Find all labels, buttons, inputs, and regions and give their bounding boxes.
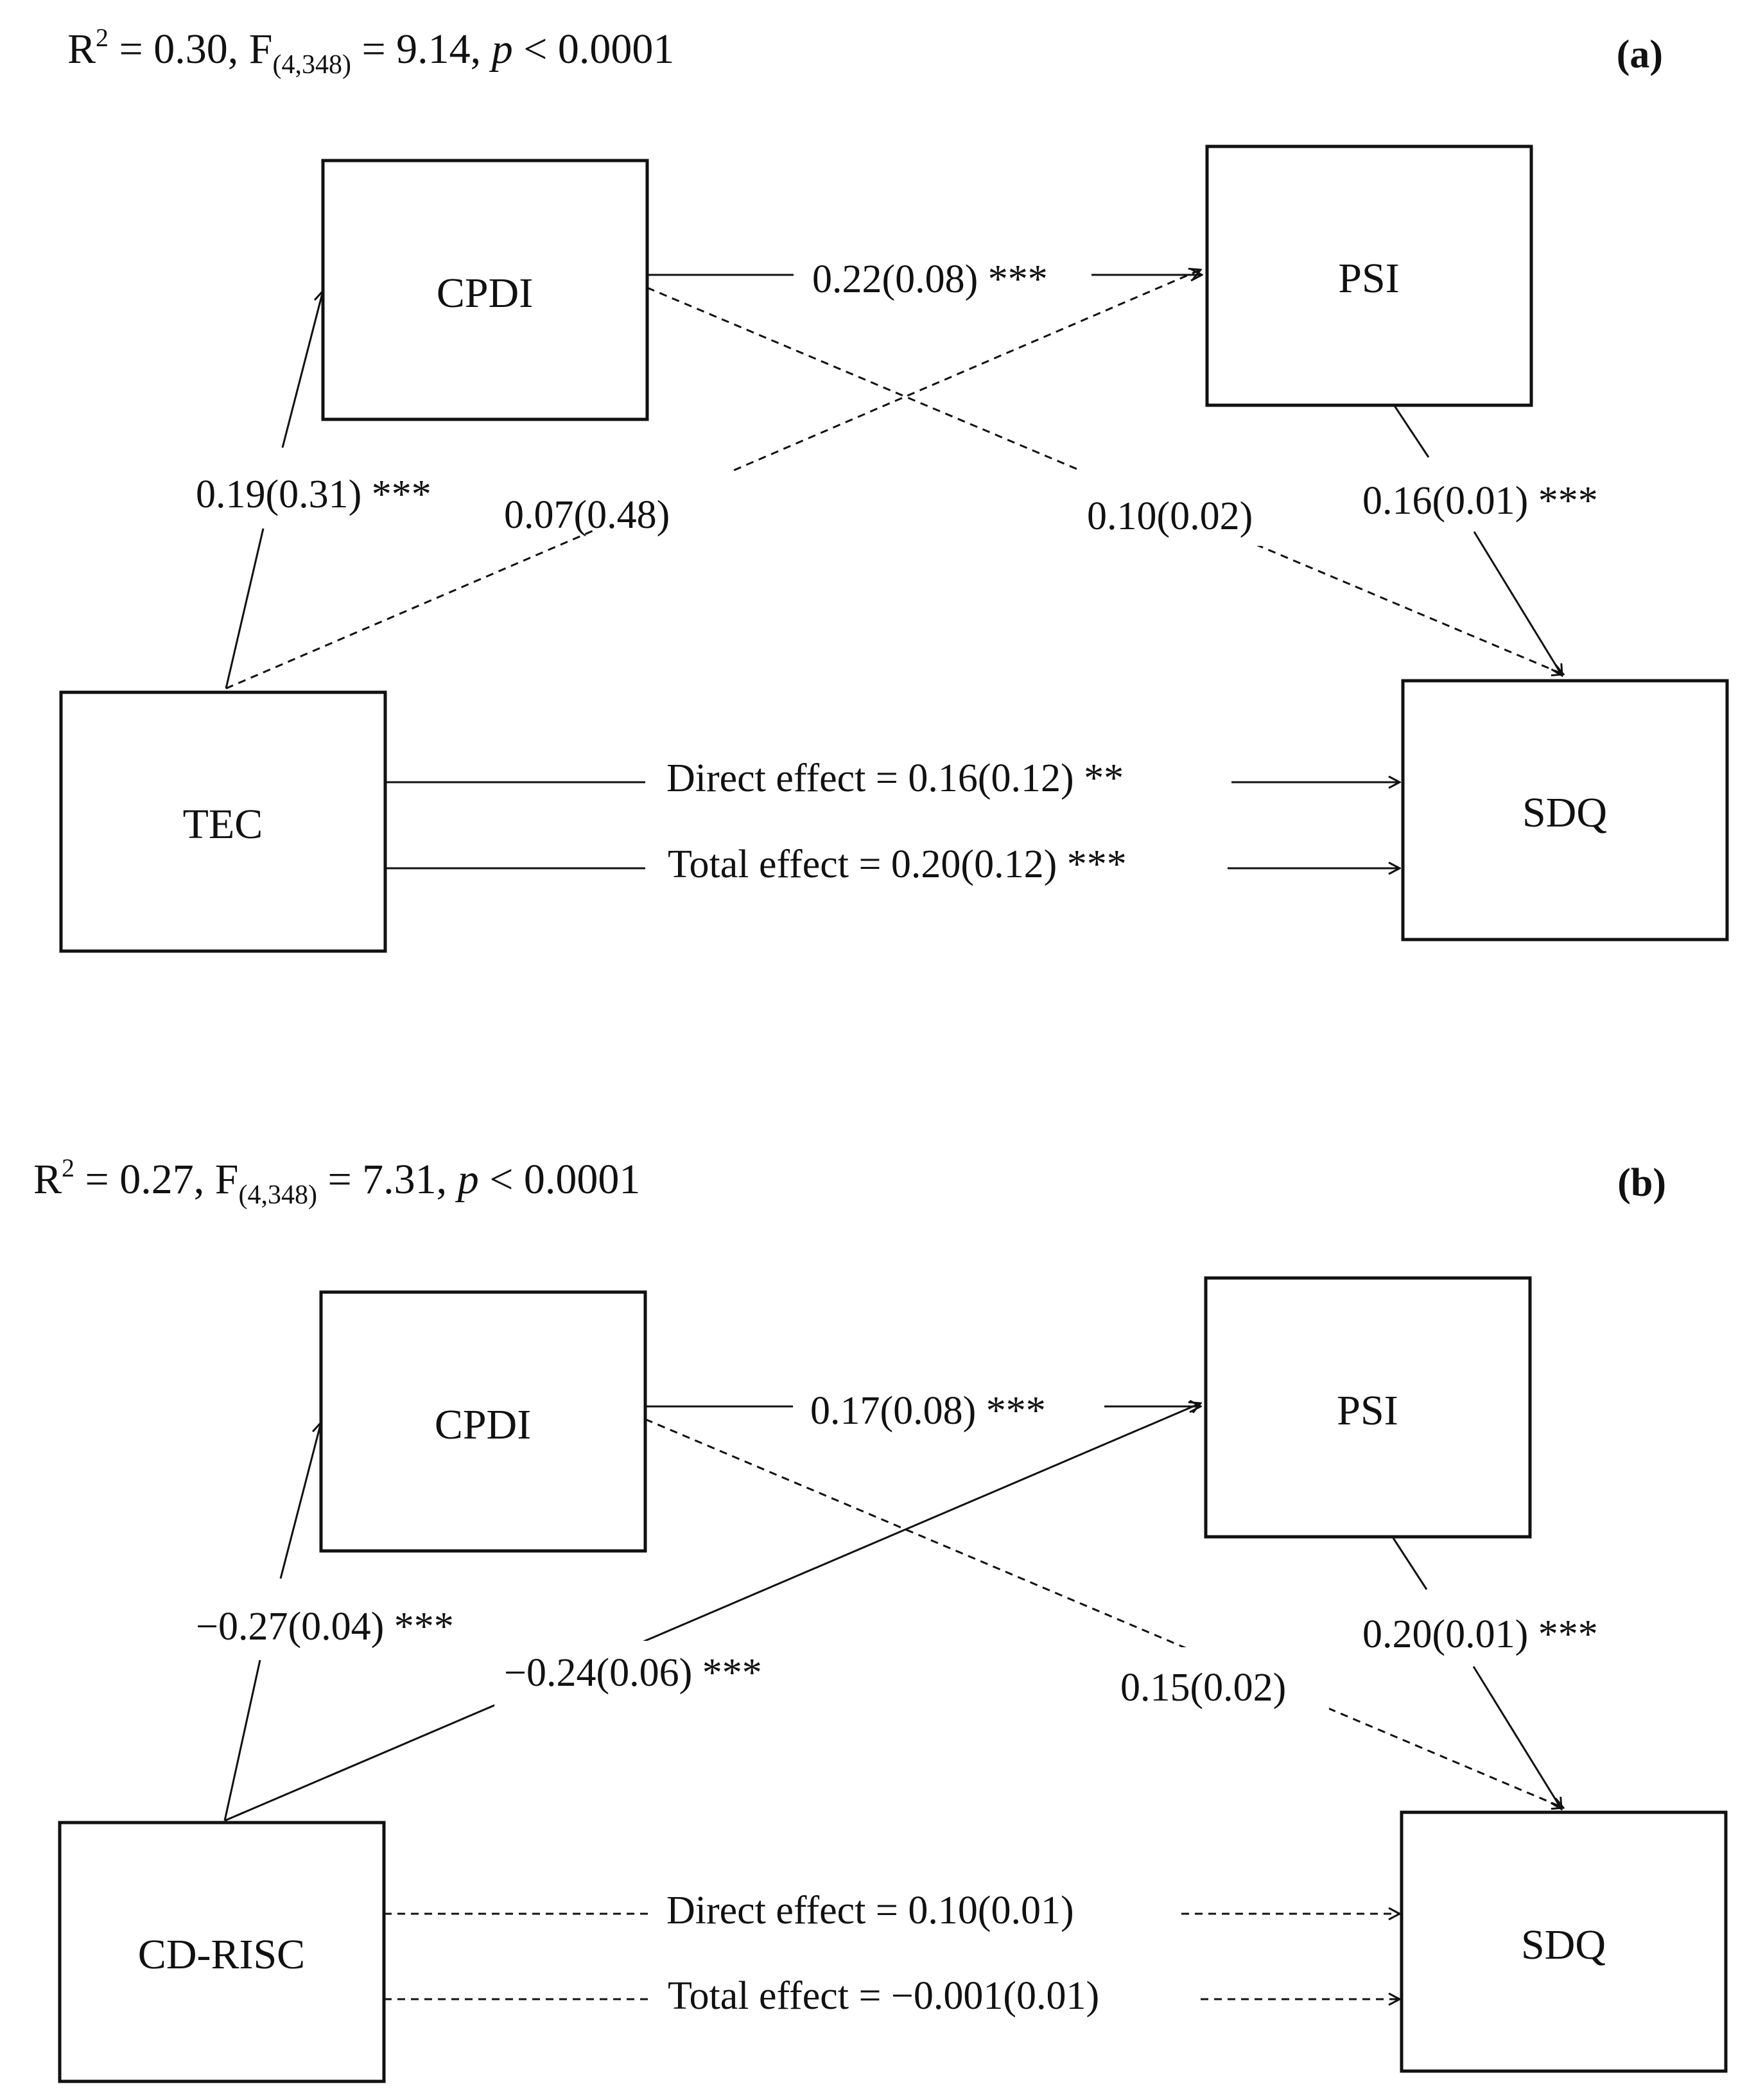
edge-b-pred-m1-lower bbox=[223, 1659, 261, 1821]
edge-b-m2-out-lower bbox=[1472, 1666, 1561, 1809]
node-b-outcome-box bbox=[1400, 1810, 1728, 2073]
node-a-predictor-box bbox=[59, 690, 387, 953]
node-a-mediator1-label: CPDI bbox=[437, 270, 533, 317]
label-a-pred-m2: 0.07(0.48) bbox=[504, 493, 670, 537]
edge-a-m2-out-lower bbox=[1473, 531, 1562, 676]
panel-b-header: R2 = 0.27, F(4,348) = 7.31, p < 0.0001 bbox=[33, 1153, 640, 1210]
node-b-mediator2-box bbox=[1204, 1276, 1532, 1539]
node-a-outcome: SDQ bbox=[1401, 679, 1729, 941]
label-b-pred-m2: −0.24(0.06) *** bbox=[504, 1651, 762, 1695]
panel-a: R2 = 0.30, F(4,348) = 9.14, p < 0.0001 (… bbox=[59, 23, 1729, 953]
edge-a-m2-out-upper bbox=[1393, 405, 1430, 458]
node-a-mediator2-label: PSI bbox=[1338, 255, 1399, 302]
edge-a-pred-m1-upper bbox=[281, 291, 323, 448]
node-b-outcome-label: SDQ bbox=[1521, 1921, 1606, 1968]
node-b-outcome: SDQ bbox=[1400, 1810, 1728, 2073]
node-b-mediator1-box bbox=[319, 1290, 647, 1553]
edge-a-pred-m1-lower bbox=[225, 528, 265, 689]
edge-b-m2-out-upper bbox=[1392, 1537, 1428, 1590]
node-b-predictor: CD-RISC bbox=[58, 1821, 386, 2083]
edge-a-m1-out bbox=[647, 286, 1563, 674]
node-a-mediator2: PSI bbox=[1205, 144, 1533, 407]
label-b-m1-m2: 0.17(0.08) *** bbox=[810, 1389, 1046, 1433]
label-b-total: Total effect = −0.001(0.01) bbox=[668, 1974, 1099, 2018]
label-bg-a-pred-m2 bbox=[488, 453, 732, 530]
node-a-mediator1: CPDI bbox=[321, 159, 649, 421]
panel-a-header: R2 = 0.30, F(4,348) = 9.14, p < 0.0001 bbox=[67, 23, 674, 80]
node-a-predictor-label: TEC bbox=[183, 801, 263, 848]
label-bg-a-m1-out bbox=[1079, 462, 1284, 546]
label-a-direct: Direct effect = 0.16(0.12) ** bbox=[666, 757, 1124, 800]
panel-b: R2 = 0.27, F(4,348) = 7.31, p < 0.0001 (… bbox=[33, 1153, 1728, 2083]
label-b-m1-out: 0.15(0.02) bbox=[1120, 1666, 1286, 1710]
label-b-pred-m1: −0.27(0.04) *** bbox=[196, 1605, 454, 1649]
label-a-total: Total effect = 0.20(0.12) *** bbox=[668, 843, 1127, 886]
label-bg-b-m1-out bbox=[1111, 1647, 1329, 1721]
node-b-predictor-box bbox=[58, 1821, 386, 2083]
node-a-mediator2-box bbox=[1205, 144, 1533, 407]
label-b-m2-out: 0.20(0.01) *** bbox=[1362, 1613, 1598, 1656]
node-b-predictor-label: CD-RISC bbox=[138, 1931, 305, 1978]
node-b-mediator1: CPDI bbox=[319, 1290, 647, 1553]
label-a-m1-out: 0.10(0.02) bbox=[1087, 494, 1253, 538]
node-a-mediator1-box bbox=[321, 159, 649, 421]
label-a-m2-out: 0.16(0.01) *** bbox=[1362, 479, 1598, 523]
edge-b-pred-m1-upper bbox=[279, 1422, 321, 1579]
label-b-direct: Direct effect = 0.10(0.01) bbox=[666, 1889, 1074, 1932]
node-b-mediator2: PSI bbox=[1204, 1276, 1532, 1539]
edge-b-pred-m2 bbox=[224, 1403, 1201, 1822]
node-a-predictor: TEC bbox=[59, 690, 387, 953]
node-a-outcome-label: SDQ bbox=[1522, 789, 1607, 836]
label-a-pred-m1: 0.19(0.31) *** bbox=[196, 473, 431, 516]
label-bg-b-pred-m2 bbox=[494, 1641, 803, 1711]
panel-a-label: (a) bbox=[1617, 33, 1663, 76]
edge-b-m1-out bbox=[645, 1418, 1563, 1808]
label-a-m1-m2: 0.22(0.08) *** bbox=[812, 258, 1048, 301]
node-b-mediator2-label: PSI bbox=[1337, 1387, 1398, 1434]
node-a-outcome-box bbox=[1401, 679, 1729, 941]
node-b-mediator1-label: CPDI bbox=[435, 1401, 531, 1448]
panel-b-label: (b) bbox=[1617, 1161, 1666, 1205]
